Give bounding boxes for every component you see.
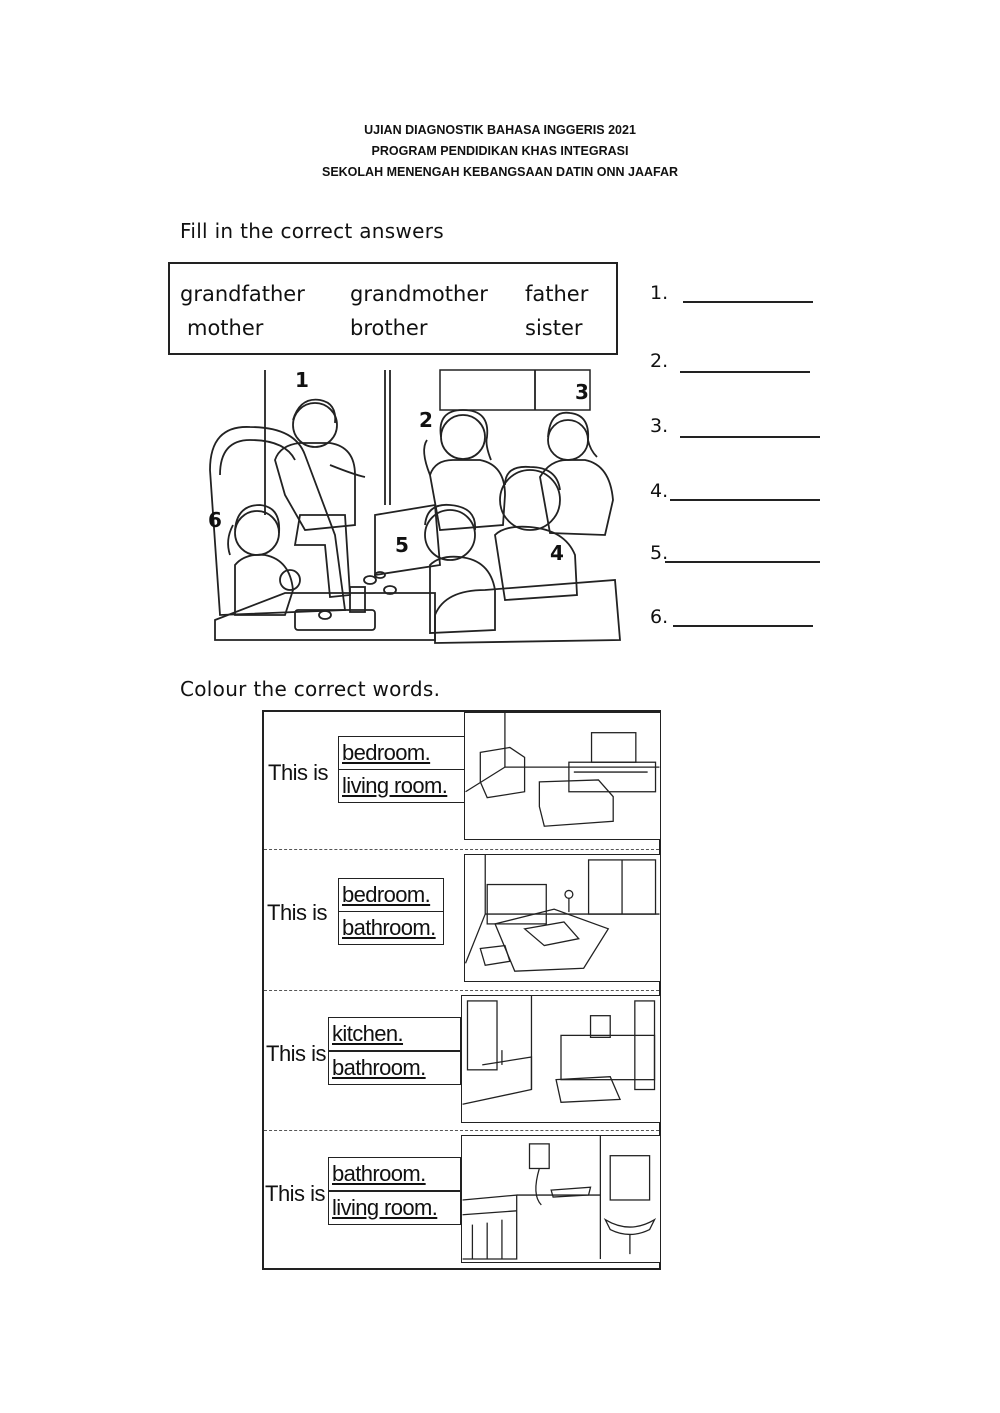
answer-number: 1. [650, 282, 669, 304]
header-line-1: UJIAN DIAGNOSTIK BAHASA INGGERIS 2021 [364, 123, 636, 137]
picture-label-4: 4 [550, 541, 564, 565]
matching-row: This is bedroom. living room. [264, 712, 661, 852]
answer-number: 2. [650, 350, 669, 372]
word-bank-word: brother [350, 316, 428, 340]
header-line-3: SEKOLAH MENENGAH KEBANGSAAN DATIN ONN JA… [321, 165, 679, 179]
word-bank-word: sister [525, 316, 583, 340]
row-separator [264, 1130, 659, 1131]
matching-row: This is kitchen. bathroom. [264, 995, 661, 1135]
row-prefix: This is [265, 1181, 326, 1206]
option-bathroom[interactable]: bathroom. [328, 1157, 461, 1191]
bedroom-picture [464, 854, 661, 982]
row-prefix: This is [268, 760, 329, 785]
answer-line[interactable] [680, 371, 810, 373]
option-bathroom[interactable]: bathroom. [338, 911, 444, 945]
option-kitchen[interactable]: kitchen. [328, 1017, 461, 1051]
answer-number: 3. [650, 415, 669, 437]
word-bank-word: father [525, 282, 589, 306]
picture-label-6: 6 [208, 508, 222, 532]
picture-label-2: 2 [419, 408, 433, 432]
matching-row: This is bathroom. living room. [264, 1135, 661, 1275]
option-bedroom[interactable]: bedroom. [338, 878, 444, 912]
answer-number: 6. [650, 606, 669, 628]
answer-line[interactable] [673, 625, 813, 627]
word-bank-word: mother [187, 316, 264, 340]
kitchen-picture [461, 995, 661, 1123]
answer-line[interactable] [680, 436, 820, 438]
answer-number: 4. [650, 480, 669, 502]
option-bathroom[interactable]: bathroom. [328, 1051, 461, 1085]
word-bank: grandfather grandmother father mother br… [168, 262, 618, 355]
worksheet-header: UJIAN DIAGNOSTIK BAHASA INGGERIS 2021 PR… [0, 120, 1000, 183]
answer-line[interactable] [670, 499, 820, 501]
option-bedroom[interactable]: bedroom. [338, 736, 466, 770]
option-living-room[interactable]: living room. [338, 769, 466, 803]
word-bank-word: grandfather [180, 282, 305, 306]
row-prefix: This is [267, 900, 328, 925]
word-bank-word: grandmother [350, 282, 488, 306]
family-illustration: 1 2 3 4 5 6 [208, 368, 621, 644]
section1-instruction: Fill in the correct answers [180, 219, 444, 243]
option-living-room[interactable]: living room. [328, 1191, 461, 1225]
picture-label-3: 3 [575, 380, 589, 404]
row-prefix: This is [266, 1041, 327, 1066]
answer-line[interactable] [683, 301, 813, 303]
picture-label-1: 1 [295, 368, 309, 392]
section2-instruction: Colour the correct words. [180, 677, 441, 701]
answer-number: 5. [650, 542, 669, 564]
answer-line[interactable] [665, 561, 820, 563]
room-matching-table: This is bedroom. living room. This is be… [262, 710, 661, 1270]
picture-label-5: 5 [395, 533, 409, 557]
row-separator [264, 990, 659, 991]
row-separator [264, 849, 659, 850]
header-line-2: PROGRAM PENDIDIKAN KHAS INTEGRASI [371, 144, 629, 158]
living-room-picture [464, 712, 661, 840]
bathroom-picture [461, 1135, 661, 1263]
matching-row: This is bedroom. bathroom. [264, 854, 661, 994]
